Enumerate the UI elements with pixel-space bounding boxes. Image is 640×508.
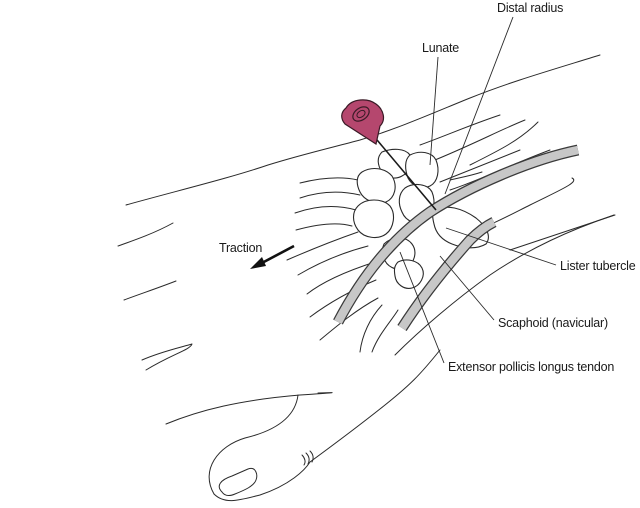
leader-lines xyxy=(399,16,557,364)
label-epl-tendon: Extensor pollicis longus tendon xyxy=(448,360,615,374)
tendons xyxy=(333,144,580,331)
label-traction: Traction xyxy=(219,241,263,255)
label-lister-tubercle: Lister tubercle xyxy=(560,259,636,273)
label-lunate: Lunate xyxy=(422,41,460,55)
traction-arrow-icon xyxy=(250,244,295,269)
hand-outline xyxy=(117,54,615,501)
needle xyxy=(341,99,437,211)
label-distal-radius: Distal radius xyxy=(497,1,564,15)
label-scaphoid: Scaphoid (navicular) xyxy=(498,316,608,330)
needle-hub xyxy=(341,99,385,145)
metacarpal-lines xyxy=(286,114,616,353)
